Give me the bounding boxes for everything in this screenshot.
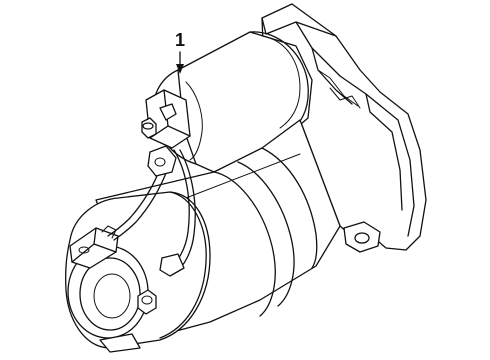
callout-1: 1: [175, 30, 185, 74]
callout-label: 1: [175, 30, 185, 50]
end-cap: [64, 191, 211, 353]
bolt-head: [137, 289, 157, 315]
cable: [107, 145, 196, 277]
brush-terminal: [69, 225, 119, 269]
arrow-head-icon: [176, 64, 184, 74]
